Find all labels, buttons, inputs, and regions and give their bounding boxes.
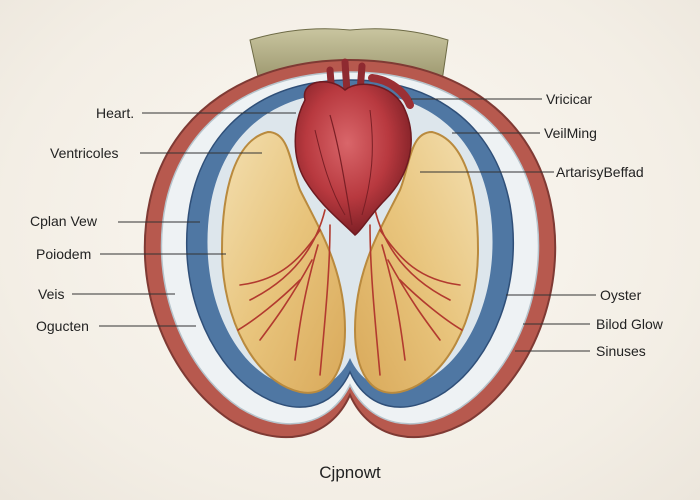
label-bilod-glow: Bilod Glow (596, 316, 663, 332)
veins (237, 209, 463, 376)
label-ogucten: Ogucten (36, 318, 89, 334)
label-poiodem: Poiodem (36, 246, 92, 262)
label-heart: Heart. (96, 105, 135, 121)
label-sinuses: Sinuses (596, 343, 646, 359)
label-cplan-vew: Cplan Vew (30, 213, 97, 229)
label-vricicar: Vricicar (546, 91, 593, 107)
heart-illustration (294, 58, 414, 236)
label-artarisybeffad: ArtarisyBeffad (556, 164, 644, 180)
leader-lines (72, 98, 596, 352)
label-veis: Veis (38, 286, 65, 302)
diagram-caption: Cjpnowt (319, 463, 381, 482)
right-gill (353, 130, 480, 394)
label-oyster: Oyster (600, 287, 642, 303)
label-veilming: VeilMing (544, 125, 597, 141)
label-ventricoles: Ventricoles (50, 145, 119, 161)
left-gill (220, 130, 347, 394)
